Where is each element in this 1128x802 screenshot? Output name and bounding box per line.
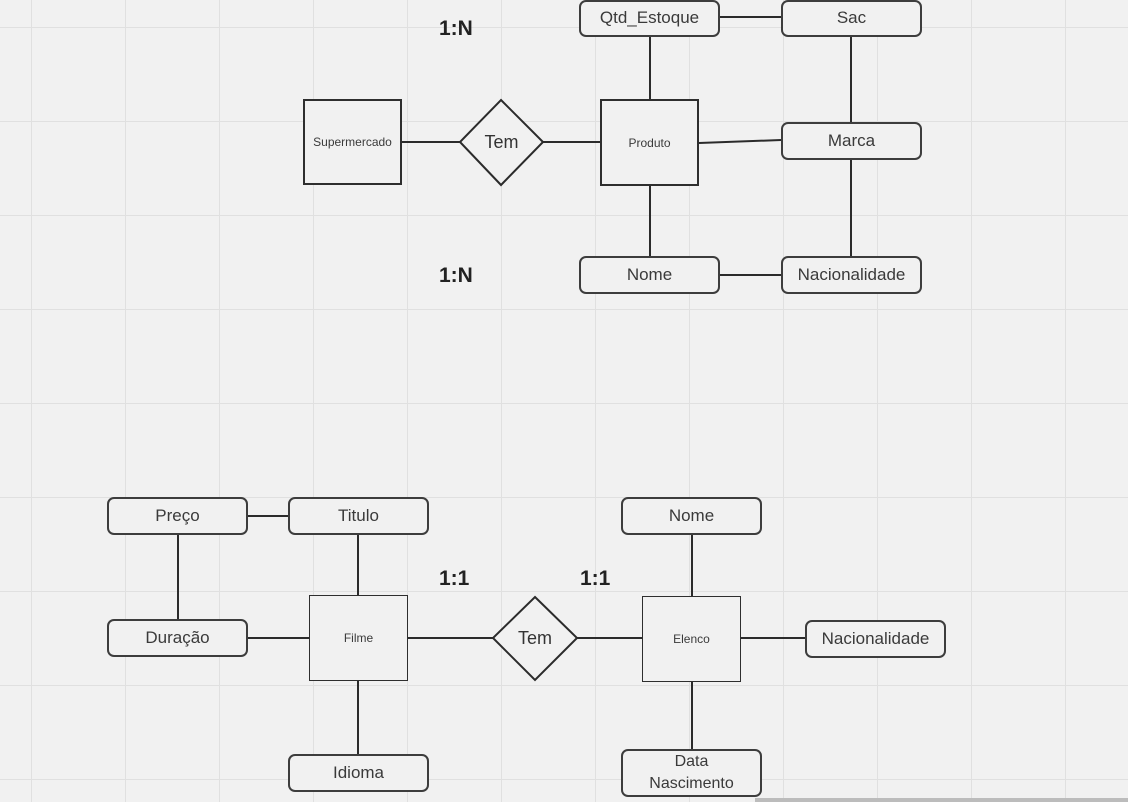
- attribute-nacionalidade[interactable]: Nacionalidade: [781, 256, 922, 294]
- attribute-nacionalidade[interactable]: Nacionalidade: [805, 620, 946, 658]
- relationship-tem-label[interactable]: Tem: [517, 627, 552, 648]
- attribute-duracao[interactable]: Duração: [107, 619, 248, 657]
- entity-supermercado[interactable]: Supermercado: [303, 99, 402, 185]
- attribute-nome[interactable]: Nome: [621, 497, 762, 535]
- entity-filme[interactable]: Filme: [309, 595, 408, 681]
- entity-elenco[interactable]: Elenco: [642, 596, 741, 682]
- entity-produto[interactable]: Produto: [600, 99, 699, 186]
- attribute-marca[interactable]: Marca: [781, 122, 922, 160]
- horizontal-scrollbar[interactable]: [755, 798, 1128, 802]
- connector: [698, 139, 782, 144]
- attribute-data-nascimento[interactable]: Data Nascimento: [621, 749, 762, 797]
- cardinality-label: 1:N: [439, 17, 473, 40]
- attribute-preco[interactable]: Preço: [107, 497, 248, 535]
- attribute-idioma[interactable]: Idioma: [288, 754, 429, 792]
- attribute-nome[interactable]: Nome: [579, 256, 720, 294]
- relationship-diamond: [458, 98, 545, 187]
- relationship-diamond: [491, 595, 579, 682]
- cardinality-label: 1:1: [580, 567, 611, 590]
- attribute-qtd-estoque[interactable]: Qtd_Estoque: [579, 0, 720, 37]
- attribute-titulo[interactable]: Titulo: [288, 497, 429, 535]
- relationship-tem-label[interactable]: Tem: [484, 131, 519, 152]
- cardinality-label: 1:1: [439, 567, 470, 590]
- cardinality-label: 1:N: [439, 264, 473, 287]
- attribute-sac[interactable]: Sac: [781, 0, 922, 37]
